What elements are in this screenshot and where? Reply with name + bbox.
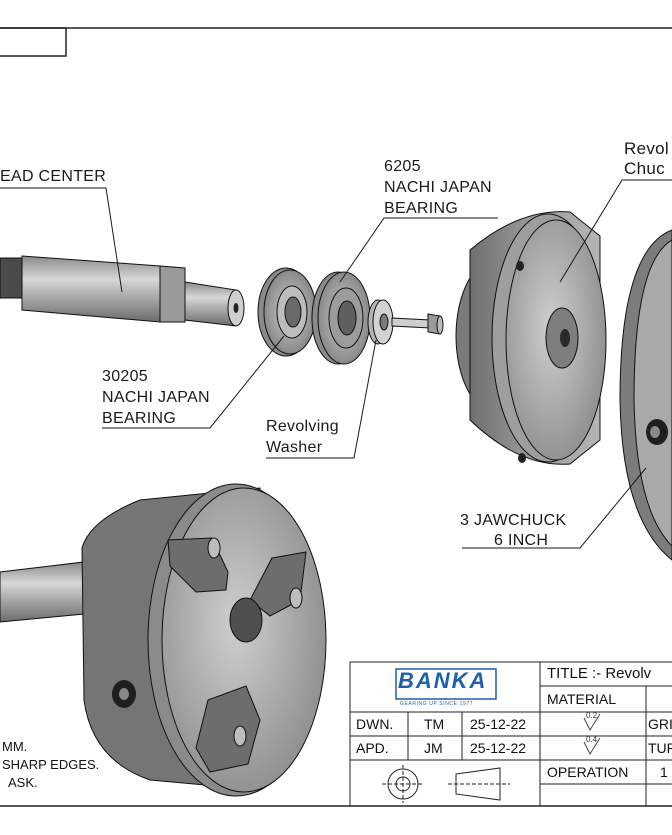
logo-text: BANKA xyxy=(398,668,488,693)
roughness-value-1: 0.2 xyxy=(586,711,598,720)
label-30205-line2: NACHI JAPAN xyxy=(102,389,210,406)
title-text: TITLE :- Revolv xyxy=(547,665,652,682)
label-jawchuck-line2: 6 INCH xyxy=(494,532,549,549)
leader-lines xyxy=(0,179,672,549)
label-30205-line3: BEARING xyxy=(102,410,177,427)
chuck-flange xyxy=(455,211,607,465)
operation-value: 1 xyxy=(660,764,668,780)
logo-frame xyxy=(395,668,497,700)
note-line2: SHARP EDGES. xyxy=(2,757,100,772)
label-dead-center: EAD CENTER xyxy=(0,168,107,185)
label-jawchuck-line1: 3 JAWCHUCK xyxy=(460,512,567,529)
operation-label: OPERATION xyxy=(547,764,629,780)
label-revolving-chuck-line1: Revol xyxy=(624,139,669,158)
apd-label: APD. xyxy=(356,740,389,756)
material-label: MATERIAL xyxy=(547,691,616,707)
label-washer-line2: Washer xyxy=(266,439,323,456)
dwn-date: 25-12-22 xyxy=(470,716,527,732)
bearing-30205 xyxy=(257,267,317,357)
label-revolving-chuck-line2: Chuc xyxy=(624,159,665,178)
title-block xyxy=(349,661,672,807)
apd-date: 25-12-22 xyxy=(470,740,527,756)
dead-center-shaft xyxy=(0,255,245,327)
projection-symbol xyxy=(382,765,510,803)
jawchuck-right xyxy=(619,229,672,561)
grinding-label: GRI xyxy=(648,716,672,732)
note-line1: MM. xyxy=(2,739,28,754)
dwn-label: DWN. xyxy=(356,716,394,732)
bearing-6205 xyxy=(311,271,371,365)
roughness-symbols xyxy=(583,713,601,756)
dwn-initials: TM xyxy=(424,716,445,732)
apd-initials: JM xyxy=(424,740,443,756)
label-30205-line1: 30205 xyxy=(102,368,148,385)
label-6205-line3: BEARING xyxy=(384,200,459,217)
label-6205-line2: NACHI JAPAN xyxy=(384,179,492,196)
revolving-washer xyxy=(367,299,444,345)
roughness-value-2: 0.4 xyxy=(586,735,598,744)
jawchuck-assembled xyxy=(0,483,327,797)
label-6205-line1: 6205 xyxy=(384,158,421,175)
logo-tagline: GEARING UP SINCE 1977 xyxy=(400,701,474,707)
turning-label: TUR xyxy=(648,740,672,756)
label-washer-line1: Revolving xyxy=(266,418,339,435)
note-line3: ASK. xyxy=(8,775,38,790)
